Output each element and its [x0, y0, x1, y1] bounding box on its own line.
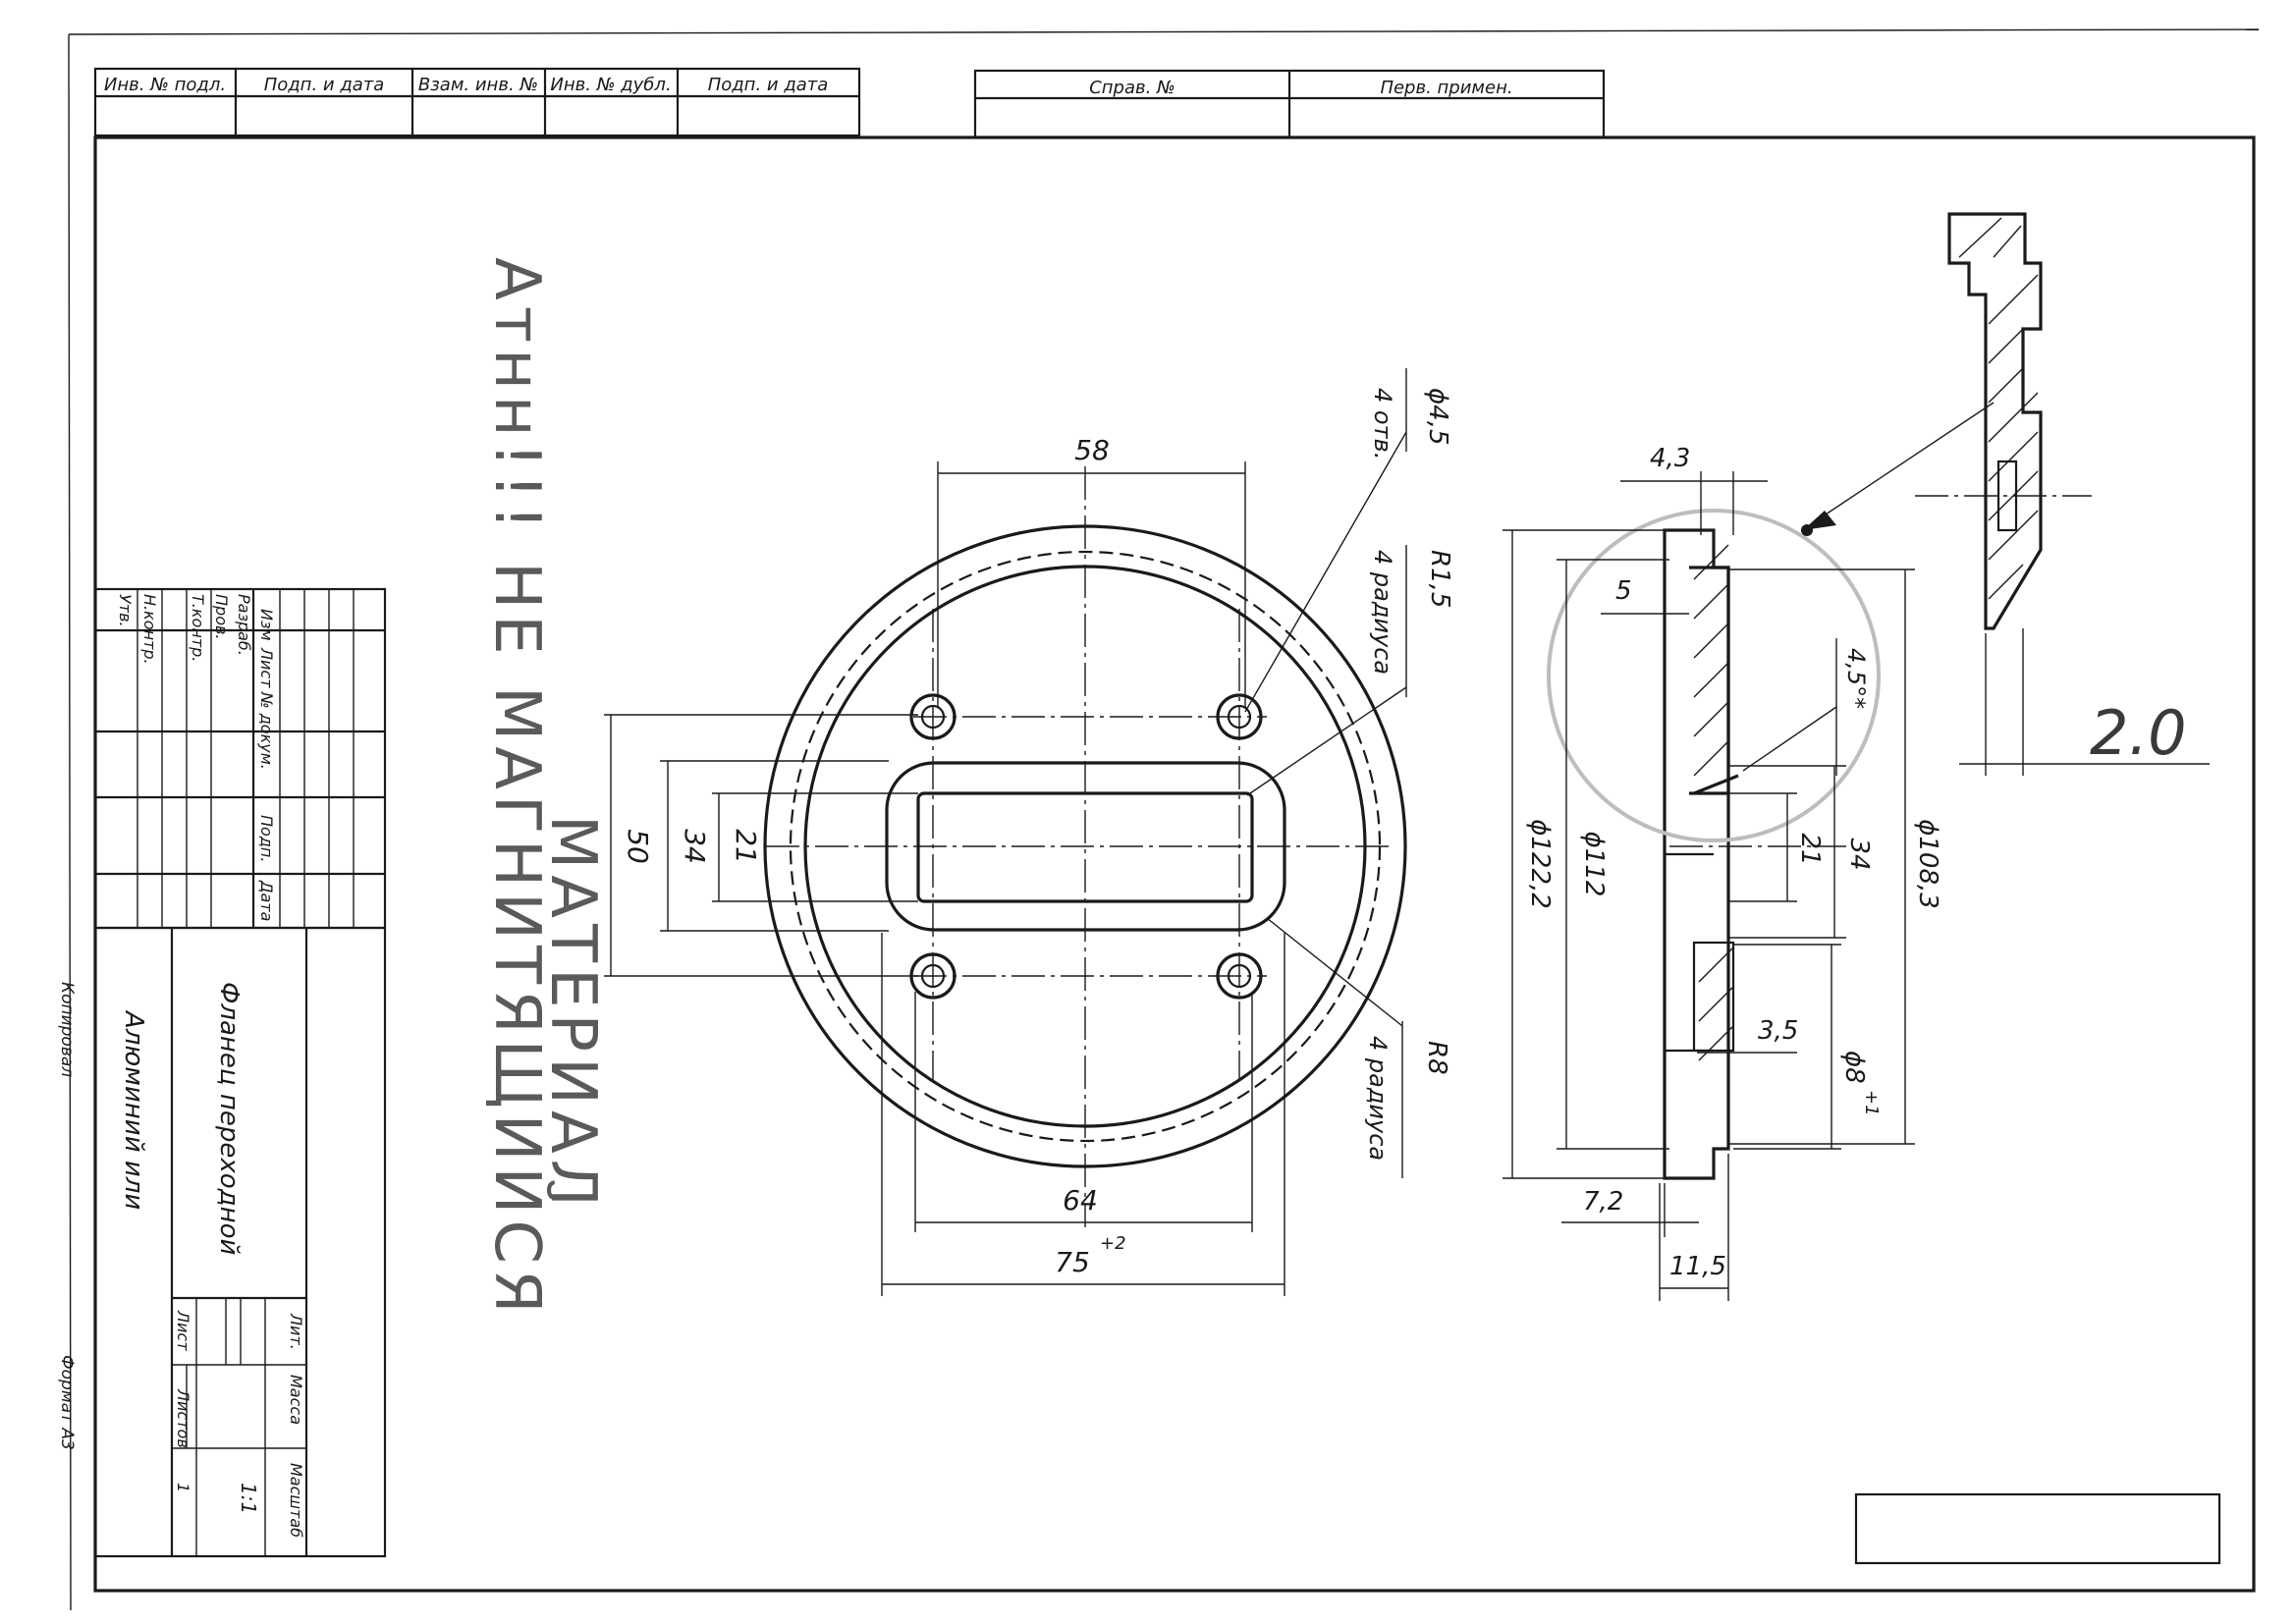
format-label: Формат А3: [57, 1355, 77, 1450]
stamp-spravka: Справ. №: [1089, 78, 1175, 98]
mounting-hole: [909, 693, 957, 740]
scale-value: 1:1: [237, 1483, 260, 1514]
note-line-1: Атнн!!! НЕ МАГНИТЯЩИЙСЯ: [480, 257, 555, 1319]
detail-view: 2.0: [1801, 212, 2210, 776]
sheets-label: Листов: [174, 1388, 192, 1448]
mounting-hole: [1216, 952, 1263, 1000]
stamp-cell-2: Подп. и дата: [264, 75, 385, 95]
detail-circle: [1547, 509, 1881, 842]
dim-45: 4,5°*: [1842, 648, 1870, 709]
mounting-hole: [1216, 693, 1263, 740]
stamp-cell-1: Инв. № подл.: [104, 75, 226, 95]
dim-50: 50: [622, 829, 654, 864]
dim-8-tol: +1: [1861, 1090, 1882, 1116]
r8-note: 4 радиуса: [1364, 1036, 1392, 1161]
sheets-value: 1: [174, 1483, 192, 1492]
tb-nkontr: Н.контр.: [140, 594, 159, 665]
pointer-marker: [1803, 511, 1836, 530]
dim-11-5: 11,5: [1669, 1252, 1726, 1281]
r15-label: R1,5: [1425, 550, 1454, 608]
dim-122-2: ϕ122,2: [1525, 819, 1555, 909]
tb-prov: Пров.: [212, 594, 231, 640]
handwritten-note: Атнн!!! НЕ МАГНИТЯЩИЙСЯ МАТЕРИАЛ: [480, 257, 609, 1319]
front-view: 58 64 75 +2 50 34 21 ϕ4,5 4 отв.: [604, 368, 1454, 1296]
copied-label: Копировал: [57, 982, 77, 1077]
top-stamp-right: Справ. № Перв. примен.: [973, 69, 1606, 139]
dim-8: ϕ8: [1839, 1051, 1869, 1084]
dim-21-section: 21: [1795, 833, 1825, 865]
hole-count-label: 4 отв.: [1369, 388, 1396, 460]
r15-note: 4 радиуса: [1369, 550, 1396, 675]
section-view: 4,3 5 4,5°* ϕ122,2 ϕ112 ϕ108,3 34 21 3,5: [1503, 444, 1942, 1301]
dim-112: ϕ112: [1579, 832, 1609, 897]
tb-data: Дата: [257, 880, 276, 921]
hole-dia-label: ϕ4,5: [1423, 388, 1452, 446]
r8-label: R8: [1422, 1041, 1451, 1075]
tb-razrab: Разраб.: [235, 594, 253, 656]
dim-108-3: ϕ108,3: [1913, 819, 1942, 909]
scale-label: Масштаб: [287, 1463, 305, 1538]
sheet-label: Лист: [174, 1310, 192, 1351]
top-stamp-left: Инв. № подл. Подп. и дата Взам. инв. № И…: [93, 67, 861, 137]
tb-n-dokum: № докум.: [257, 691, 276, 770]
tb-list: Лист: [257, 647, 276, 688]
dim-64: 64: [1063, 1184, 1098, 1217]
dim-2-0: 2.0: [2090, 697, 2187, 769]
dim-4-3: 4,3: [1650, 444, 1690, 473]
dim-5: 5: [1615, 576, 1632, 606]
material: Алюминий или: [119, 1009, 148, 1210]
dim-75: 75: [1055, 1246, 1090, 1278]
dim-58: 58: [1074, 434, 1110, 466]
part-name: Фланец переходной: [214, 982, 244, 1255]
title-block: Изм Лист № докум. Подп. Дата Разраб. Про…: [93, 587, 387, 1558]
stamp-cell-3: Взам. инв. №: [418, 75, 538, 95]
dim-21-front: 21: [730, 829, 762, 864]
corner-box: [1854, 1492, 2221, 1565]
stamp-cell-5: Подп. и дата: [708, 75, 829, 95]
dim-7-2: 7,2: [1583, 1187, 1623, 1217]
detail-hatch: [1958, 217, 2039, 600]
dim-75-tol: +2: [1100, 1233, 1126, 1254]
dim-34-front: 34: [679, 829, 711, 864]
tb-izm: Изм: [257, 609, 276, 641]
stamp-perv-primen: Перв. примен.: [1380, 78, 1512, 98]
tb-podp: Подп.: [257, 815, 276, 862]
stamp-cell-4: Инв. № дубл.: [550, 75, 671, 95]
mass-label: Масса: [287, 1375, 305, 1425]
note-line-2: МАТЕРИАЛ: [536, 815, 609, 1213]
section-hatch: [1693, 544, 1734, 1061]
tb-tkontr: Т.контр.: [189, 594, 207, 662]
dim-3-5: 3,5: [1758, 1016, 1798, 1046]
lit-label: Лит.: [287, 1313, 305, 1350]
dim-34-section: 34: [1844, 838, 1874, 870]
tb-utv: Утв.: [116, 594, 135, 627]
